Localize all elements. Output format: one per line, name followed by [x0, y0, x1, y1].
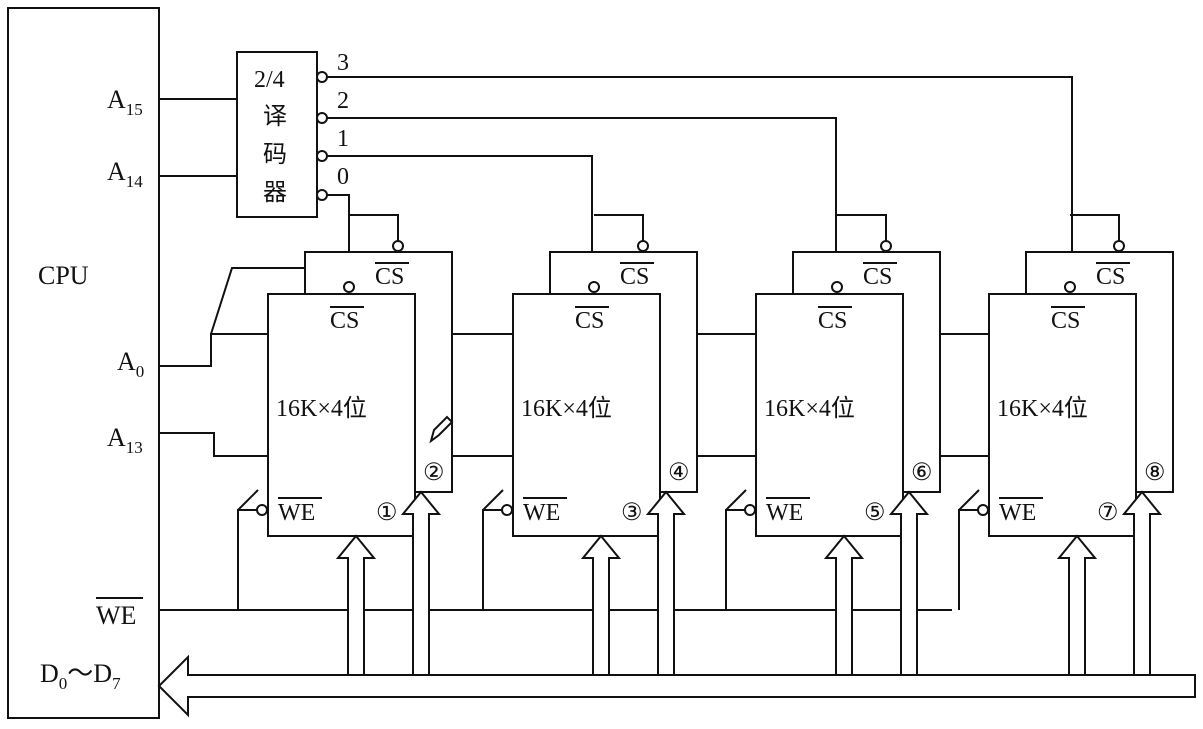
- decoder-out-2-bubble: [316, 112, 328, 124]
- chip-number-1: ①: [376, 500, 398, 526]
- cpu-pin-a0: A0: [117, 347, 144, 381]
- wire-we-front: [725, 509, 745, 610]
- wire-we-rear: [725, 489, 747, 511]
- cpu-label: CPU: [38, 261, 89, 290]
- wire-a0: [159, 333, 268, 367]
- cpu-pin-a15: A15: [107, 85, 143, 119]
- wire-we-rear: [237, 489, 259, 511]
- decoder-label-qi: 器: [263, 180, 287, 206]
- rear-data-arrow: [400, 490, 442, 676]
- front-chip-we-label: WE: [766, 500, 803, 526]
- decoder-out-0-bubble: [316, 189, 328, 201]
- cpu-pin-a14: A14: [107, 157, 143, 191]
- rear-data-arrow: [1121, 490, 1163, 676]
- chip-number-6: ⑥: [911, 460, 933, 486]
- wire-a13: [159, 432, 268, 457]
- wire-decoder-3: [327, 76, 1073, 280]
- chip-number-7: ⑦: [1097, 500, 1119, 526]
- front-chip-cs-label: CS: [330, 308, 359, 334]
- rear-cs-bubble: [637, 240, 649, 252]
- front-data-arrow: [823, 534, 865, 676]
- wire-cs-rear: [594, 214, 644, 241]
- decoder-out-2-label: 2: [337, 88, 349, 114]
- wire-we-front: [958, 509, 978, 610]
- front-chip-cs-label: CS: [818, 308, 847, 334]
- decoder-label-yi: 译: [263, 104, 287, 130]
- wire-cs-rear: [837, 214, 887, 241]
- chip-number-4: ④: [668, 460, 690, 486]
- rear-data-arrow: [888, 490, 930, 676]
- front-we-bubble: [501, 504, 513, 516]
- decoder-out-0-label: 0: [337, 164, 349, 190]
- chip-number-3: ③: [621, 500, 643, 526]
- front-data-arrow: [580, 534, 622, 676]
- rear-chip-cs-label: CS: [1096, 264, 1125, 290]
- front-we-bubble: [744, 504, 756, 516]
- rear-data-arrow: [645, 490, 687, 676]
- front-we-bubble: [256, 504, 268, 516]
- chip-capacity-label: 16K×4位: [997, 395, 1088, 422]
- chip-pair-1: CS ② CS 16K×4位 WE ①: [237, 214, 513, 676]
- rear-chip-cs-label: CS: [375, 264, 404, 290]
- cpu-pin-we: WE: [96, 601, 136, 630]
- front-data-arrow: [335, 534, 377, 676]
- rear-chip-cs-label: CS: [863, 264, 892, 290]
- chip-pair-3: CS ⑥ CS 16K×4位 WE ⑤: [725, 214, 989, 676]
- chip-capacity-label: 16K×4位: [276, 395, 367, 422]
- chip-number-2: ②: [423, 460, 445, 486]
- data-bus-arrow: [157, 654, 1196, 718]
- front-chip-3: [755, 293, 904, 537]
- decoder-out-1-bubble: [316, 150, 328, 162]
- front-cs-bubble: [831, 281, 843, 293]
- front-chip-we-label: WE: [999, 500, 1036, 526]
- wire-decoder-2: [327, 117, 837, 280]
- wire-decoder-1: [327, 155, 593, 280]
- chip-number-5: ⑤: [864, 500, 886, 526]
- chip-array: CS ② CS 16K×4位 WE ① CS ④ CS 16K×4位 WE ③ CS ⑥ CS 16K×4位 W…: [237, 214, 1174, 676]
- wire-we-rear: [958, 489, 980, 511]
- front-chip-1: [267, 293, 416, 537]
- wire-we-rear: [482, 489, 504, 511]
- chip-capacity-label: 16K×4位: [521, 395, 612, 422]
- decoder-out-3-bubble: [316, 71, 328, 83]
- wire-cs-rear: [1070, 214, 1120, 241]
- decoder-label-ma: 码: [263, 142, 287, 168]
- chip-pair-2: CS ④ CS 16K×4位 WE ③: [482, 214, 756, 676]
- front-chip-cs-label: CS: [575, 308, 604, 334]
- front-chip-4: [988, 293, 1137, 537]
- cpu-pin-a13: A13: [107, 423, 143, 457]
- decoder-label-2-4: 2/4: [254, 67, 285, 93]
- front-we-bubble: [977, 504, 989, 516]
- wire-cs-rear: [349, 214, 399, 241]
- front-cs-bubble: [343, 281, 355, 293]
- front-cs-bubble: [588, 281, 600, 293]
- front-chip-we-label: WE: [523, 500, 560, 526]
- cpu-pin-data-bus: D0～D7: [40, 659, 121, 693]
- rear-cs-bubble: [392, 240, 404, 252]
- wire-we-front: [237, 509, 257, 610]
- decoder-block: [236, 51, 318, 218]
- front-chip-cs-label: CS: [1051, 308, 1080, 334]
- cpu-block: [7, 7, 160, 719]
- chip-capacity-label: 16K×4位: [764, 395, 855, 422]
- decoder-out-3-label: 3: [337, 50, 349, 76]
- chip-number-8: ⑧: [1144, 460, 1166, 486]
- chip-pair-4: CS ⑧ CS 16K×4位 WE ⑦: [958, 214, 1174, 676]
- decoder-out-1-label: 1: [337, 126, 349, 152]
- rear-chip-cs-label: CS: [620, 264, 649, 290]
- pencil-icon: [429, 415, 454, 444]
- front-data-arrow: [1056, 534, 1098, 676]
- rear-cs-bubble: [880, 240, 892, 252]
- rear-cs-bubble: [1113, 240, 1125, 252]
- front-chip-we-label: WE: [278, 500, 315, 526]
- wire-a0-rear: [210, 267, 305, 335]
- front-chip-2: [512, 293, 661, 537]
- wire-we-front: [482, 509, 502, 610]
- front-cs-bubble: [1064, 281, 1076, 293]
